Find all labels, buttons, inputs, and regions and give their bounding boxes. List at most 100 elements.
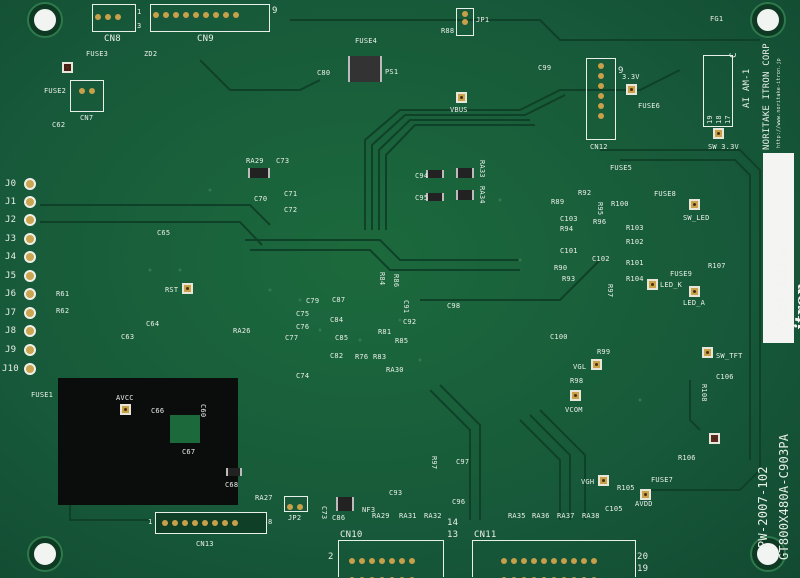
j4-pad bbox=[24, 251, 36, 263]
c95-label: C95 bbox=[415, 194, 429, 202]
r104-label: R104 bbox=[626, 275, 644, 283]
fuse8-label: FUSE8 bbox=[654, 190, 677, 198]
j1-label: J1 bbox=[5, 197, 17, 207]
c68-label: C68 bbox=[225, 481, 239, 489]
c97-label: C97 bbox=[456, 458, 470, 466]
c77-label: C77 bbox=[285, 334, 299, 342]
c67-label: C67 bbox=[182, 448, 196, 456]
r108-label: R108 bbox=[700, 384, 708, 402]
ra33-label: RA33 bbox=[478, 160, 486, 178]
led-a-label: LED_A bbox=[683, 299, 706, 307]
r101-label: R101 bbox=[626, 259, 644, 267]
resistor-array bbox=[248, 168, 270, 178]
pin-number: 2 bbox=[328, 552, 334, 562]
cn8-connector bbox=[92, 4, 136, 32]
cn9-label: CN9 bbox=[197, 34, 214, 44]
sw-led-label: SW_LED bbox=[683, 214, 710, 222]
3v3-pad bbox=[626, 84, 637, 95]
r97-label: R97 bbox=[430, 456, 438, 470]
j7-pad bbox=[24, 307, 36, 319]
r97-label: R97 bbox=[606, 284, 614, 298]
c80-label: C80 bbox=[317, 69, 331, 77]
cn12-connector bbox=[586, 58, 616, 140]
pw-code: PW-2007-102 bbox=[756, 466, 770, 548]
vgl-pad bbox=[591, 359, 602, 370]
mounting-hole bbox=[752, 538, 784, 570]
fuse5-label: FUSE5 bbox=[610, 164, 633, 172]
c100-label: C100 bbox=[550, 333, 568, 341]
avdd-label: AVDD bbox=[635, 500, 653, 508]
led-a-pad bbox=[689, 286, 700, 297]
c71-label: C71 bbox=[284, 190, 298, 198]
j4-label: J4 bbox=[5, 252, 17, 262]
fuse3-label: FUSE3 bbox=[86, 50, 109, 58]
c94-label: C94 bbox=[415, 172, 429, 180]
c106-label: C106 bbox=[716, 373, 734, 381]
c66-label: C66 bbox=[151, 407, 165, 415]
r89-label: R89 bbox=[551, 198, 565, 206]
j2-label: J2 bbox=[5, 215, 17, 225]
r61-label: R61 bbox=[56, 290, 70, 298]
mounting-hole bbox=[29, 4, 61, 36]
c63-label: C63 bbox=[121, 333, 135, 341]
j0-pad bbox=[24, 178, 36, 190]
jp2-jumper bbox=[284, 496, 308, 512]
sw-tft-label: SW_TFT bbox=[716, 352, 743, 360]
mounting-hole bbox=[752, 4, 784, 36]
pin-number: 9 bbox=[272, 6, 278, 16]
fuse1-label: FUSE1 bbox=[31, 391, 54, 399]
sw-3v3-pad bbox=[713, 128, 724, 139]
c60-label: C60 bbox=[199, 404, 207, 418]
r93-label: R93 bbox=[562, 275, 576, 283]
cn7-label: CN7 bbox=[80, 114, 94, 122]
ra34-label: RA34 bbox=[478, 186, 486, 204]
thermal-pad bbox=[170, 415, 200, 443]
url-label: http://www.noritake-itron.jp bbox=[776, 58, 782, 148]
led-k-label: LED_K bbox=[660, 281, 683, 289]
r105-label: R105 bbox=[617, 484, 635, 492]
cert-mark: AI AM-1 bbox=[742, 68, 752, 108]
fuse9-label: FUSE9 bbox=[670, 270, 693, 278]
ra32-label: RA32 bbox=[424, 512, 442, 520]
nf3-filter bbox=[336, 497, 354, 511]
c65-label: C65 bbox=[157, 229, 171, 237]
jp2-label: JP2 bbox=[288, 514, 302, 522]
r96-label: R96 bbox=[593, 218, 607, 226]
r95-label: R95 bbox=[596, 202, 604, 216]
vcom-label: VCOM bbox=[565, 406, 583, 414]
c91-label: C91 bbox=[402, 300, 410, 314]
avcc-label: AVCC bbox=[116, 394, 134, 402]
ra35-label: RA35 bbox=[508, 512, 526, 520]
c76-label: C76 bbox=[296, 323, 310, 331]
ra37-label: RA37 bbox=[557, 512, 575, 520]
r98-label: R98 bbox=[570, 377, 584, 385]
j3-pad bbox=[24, 233, 36, 245]
r99-label: R99 bbox=[597, 348, 611, 356]
pin-number: 13 bbox=[447, 530, 459, 540]
ra26-label: RA26 bbox=[233, 327, 251, 335]
c84-label: C84 bbox=[330, 316, 344, 324]
sw-3v3-label: SW 3.3V bbox=[708, 143, 739, 151]
j9-label: J9 bbox=[5, 345, 17, 355]
noritake-itron-logo: Noritake itron bbox=[772, 246, 800, 330]
c70-label: C70 bbox=[254, 195, 268, 203]
j8-pad bbox=[24, 325, 36, 337]
vgh-pad bbox=[598, 475, 609, 486]
r90-label: R90 bbox=[554, 264, 568, 272]
c62-label: C62 bbox=[52, 121, 66, 129]
ra27-label: RA27 bbox=[255, 494, 273, 502]
c105-label: C105 bbox=[605, 505, 623, 513]
led-k-pad bbox=[647, 279, 658, 290]
c92-label: C92 bbox=[403, 318, 417, 326]
nf3-label: NF3 bbox=[362, 506, 376, 514]
cn10-connector bbox=[338, 540, 444, 578]
pin-number: 1 bbox=[137, 8, 142, 16]
cn10-label: CN10 bbox=[340, 530, 363, 540]
date-box-19: 19 bbox=[706, 115, 714, 124]
c101-label: C101 bbox=[560, 247, 578, 255]
c73-label: C73 bbox=[276, 157, 290, 165]
vcom-pad bbox=[570, 390, 581, 401]
c98-label: C98 bbox=[447, 302, 461, 310]
